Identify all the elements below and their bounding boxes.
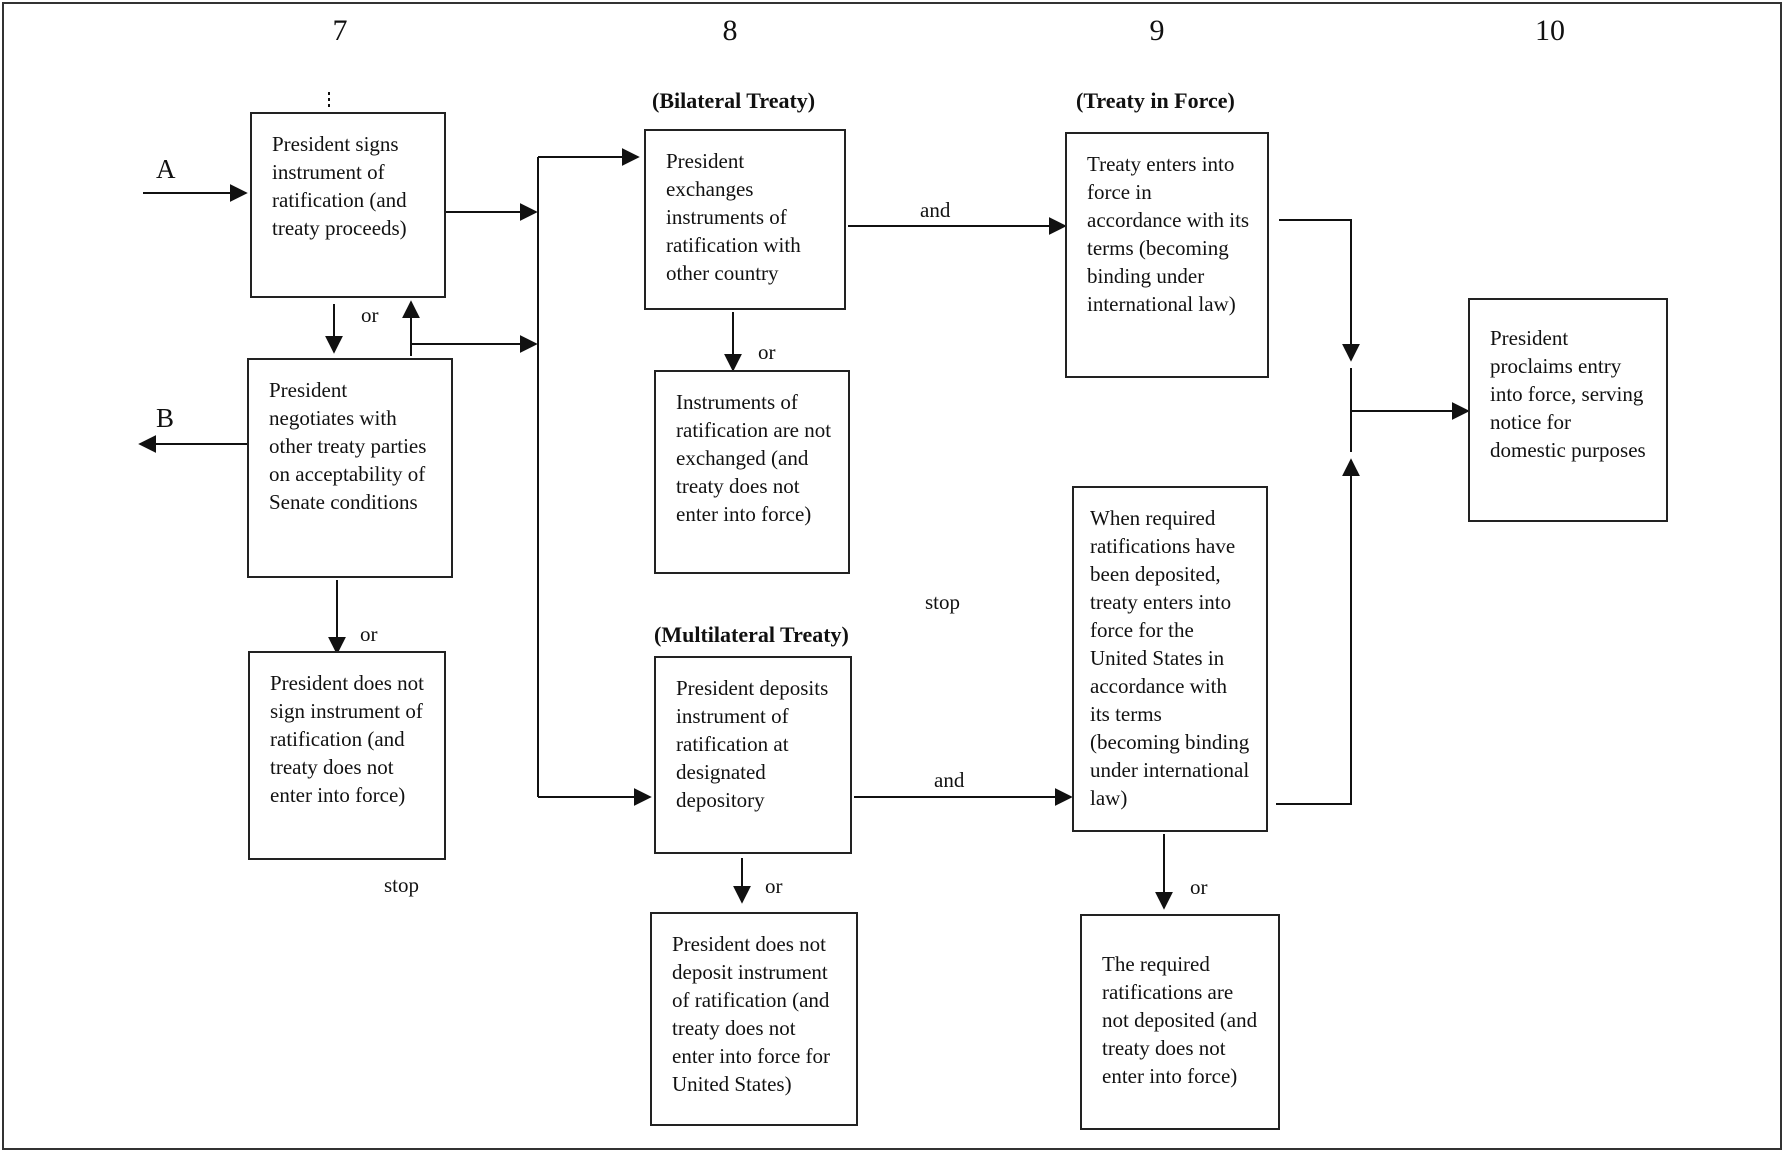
label-and: and [920,198,951,222]
column-number-10: 10 [1535,14,1565,47]
box-not-deposited: The required ratifications are not depos… [1080,914,1280,1130]
line-enters-force-to-merge [1279,219,1360,362]
column-number-7: 7 [332,14,348,47]
box-president-proclaims: President proclaims entry into force, se… [1468,298,1668,522]
label-stop: stop [925,590,961,614]
box-president-exchanges: President exchanges instruments of ratif… [644,129,846,310]
label-or: or [361,303,379,327]
label-or: or [360,622,378,646]
entry-label-b: B [156,403,175,433]
box-president-negotiates: President negotiates with other treaty p… [247,358,453,578]
heading-multilateral: (Multilateral Treaty) [654,622,849,647]
box-president-signs: President signs instrument of ratificati… [250,112,446,298]
label-or: or [1190,875,1208,899]
box-does-not-deposit: President does not deposit instrument of… [650,912,858,1126]
box-president-deposits: President deposits instrument of ratific… [654,656,852,854]
label-and: and [934,768,965,792]
box-not-exchanged: Instruments of ratification are not exch… [654,370,850,574]
box-when-required-deposited: When required ratifications have been de… [1072,486,1268,832]
column-number-9: 9 [1149,14,1165,47]
line-when-required-to-merge [1276,458,1360,805]
column-number-8: 8 [722,14,738,47]
label-stop: stop [384,873,420,897]
label-or: or [758,340,776,364]
box-treaty-enters-force: Treaty enters into force in accordance w… [1065,132,1269,378]
heading-in-force: (Treaty in Force) [1076,88,1235,113]
box-president-does-not-sign: President does not sign instrument of ra… [248,651,446,860]
heading-bilateral: (Bilateral Treaty) [652,88,816,113]
label-or: or [765,874,783,898]
entry-label-a: A [156,154,176,184]
